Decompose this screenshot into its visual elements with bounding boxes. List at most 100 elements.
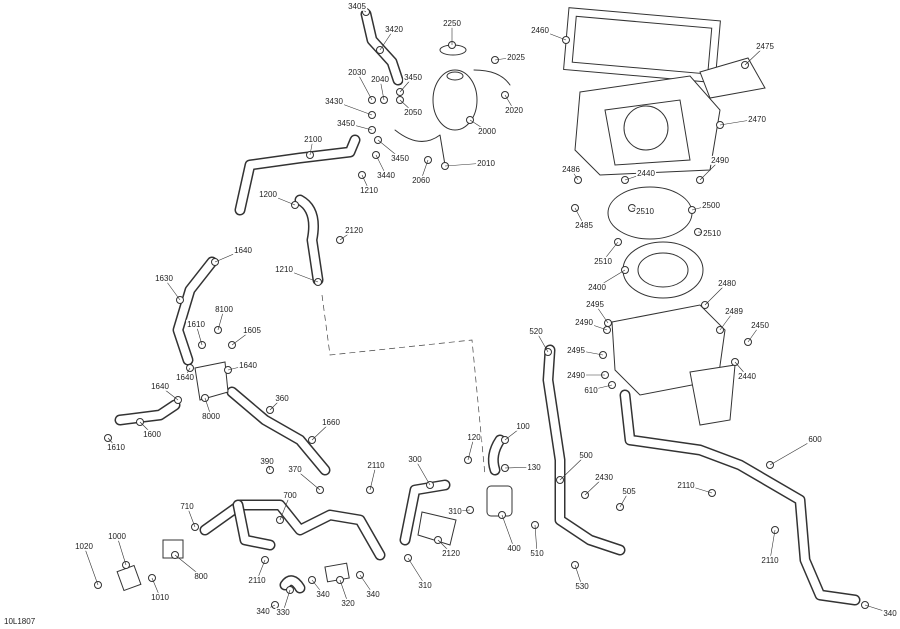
part-label[interactable]: 2495	[566, 345, 586, 355]
part-label[interactable]: 610	[583, 385, 599, 395]
part-label[interactable]: 1210	[274, 264, 294, 274]
part-label[interactable]: 320	[340, 598, 356, 608]
part-label[interactable]: 2489	[724, 306, 744, 316]
part-label[interactable]: 340	[882, 608, 898, 618]
part-label[interactable]: 2485	[574, 220, 594, 230]
part-label[interactable]: 300	[407, 454, 423, 464]
part-label[interactable]: 1610	[186, 319, 206, 329]
part-label[interactable]: 2120	[441, 548, 461, 558]
part-label[interactable]: 130	[526, 462, 542, 472]
part-label[interactable]: 330	[275, 607, 291, 617]
leader-line	[534, 524, 538, 554]
part-label[interactable]: 3440	[376, 170, 396, 180]
part-label[interactable]: 2100	[303, 134, 323, 144]
fan-housing	[574, 75, 721, 176]
part-label[interactable]: 1640	[233, 245, 253, 255]
diagram-code: 10L1807	[4, 617, 36, 626]
part-label[interactable]: 500	[578, 450, 594, 460]
part-label[interactable]: 505	[621, 486, 637, 496]
part-label[interactable]: 1640	[150, 381, 170, 391]
part-label[interactable]: 2030	[347, 67, 367, 77]
part-label[interactable]: 700	[282, 490, 298, 500]
part-label[interactable]: 2250	[442, 18, 462, 28]
part-label[interactable]: 2510	[593, 256, 613, 266]
part-label[interactable]: 3450	[390, 153, 410, 163]
part-label[interactable]: 2480	[717, 278, 737, 288]
part-label[interactable]: 2110	[366, 460, 386, 470]
part-label[interactable]: 2000	[477, 126, 497, 136]
part-label[interactable]: 120	[466, 432, 482, 442]
hose	[234, 501, 274, 549]
part-label[interactable]: 2110	[247, 575, 267, 585]
part-label[interactable]: 360	[274, 393, 290, 403]
part-label[interactable]: 2450	[750, 320, 770, 330]
part-label[interactable]: 2495	[585, 299, 605, 309]
part-label[interactable]: 2110	[676, 480, 696, 490]
part-label[interactable]: 340	[255, 606, 271, 616]
part-label[interactable]: 1010	[150, 592, 170, 602]
part-label[interactable]: 310	[447, 506, 463, 516]
part-label[interactable]: 8000	[201, 411, 221, 421]
part-label[interactable]: 1210	[359, 185, 379, 195]
part-label[interactable]: 8100	[214, 304, 234, 314]
part-label[interactable]: 3450	[336, 118, 356, 128]
part-label[interactable]: 2010	[476, 158, 496, 168]
part-label[interactable]: 2490	[566, 370, 586, 380]
part-label[interactable]: 370	[287, 464, 303, 474]
part-label[interactable]: 520	[528, 326, 544, 336]
hose	[281, 576, 304, 592]
part-label[interactable]: 340	[315, 589, 331, 599]
part-label[interactable]: 2490	[710, 155, 730, 165]
routing-line	[321, 294, 486, 476]
part-label[interactable]: 1630	[154, 273, 174, 283]
part-label[interactable]: 310	[417, 580, 433, 590]
part-label[interactable]: 2120	[344, 225, 364, 235]
part-label[interactable]: 390	[259, 456, 275, 466]
part-label[interactable]: 1640	[238, 360, 258, 370]
part-label[interactable]: 2440	[737, 371, 757, 381]
part-label[interactable]: 2475	[755, 41, 775, 51]
part-label[interactable]: 2110	[760, 555, 780, 565]
part-label[interactable]: 800	[193, 571, 209, 581]
part-label[interactable]: 1000	[107, 531, 127, 541]
part-label[interactable]: 2510	[635, 206, 655, 216]
hose	[489, 436, 504, 474]
part-label[interactable]: 2050	[403, 107, 423, 117]
part-label[interactable]: 2040	[370, 74, 390, 84]
part-label[interactable]: 2440	[636, 168, 656, 178]
radiator	[563, 7, 721, 84]
part-label[interactable]: 710	[179, 501, 195, 511]
part-label[interactable]: 2025	[506, 52, 526, 62]
part-label[interactable]: 3430	[324, 96, 344, 106]
part-label[interactable]: 530	[574, 581, 590, 591]
part-label[interactable]: 2510	[702, 228, 722, 238]
hose	[619, 389, 861, 606]
part-label[interactable]: 1200	[258, 189, 278, 199]
part-label[interactable]: 100	[515, 421, 531, 431]
part-label[interactable]: 2430	[594, 472, 614, 482]
part-label[interactable]: 2060	[411, 175, 431, 185]
part-label[interactable]: 600	[807, 434, 823, 444]
part-label[interactable]: 3450	[403, 72, 423, 82]
part-label[interactable]: 1610	[106, 442, 126, 452]
part-label[interactable]: 1605	[242, 325, 262, 335]
part-label[interactable]: 400	[506, 543, 522, 553]
part-label[interactable]: 1600	[142, 429, 162, 439]
part-label[interactable]: 2490	[574, 317, 594, 327]
part-label[interactable]: 3420	[384, 24, 404, 34]
part-label[interactable]: 2460	[530, 25, 550, 35]
valve-8000	[194, 361, 229, 401]
part-label[interactable]: 2470	[747, 114, 767, 124]
part-label[interactable]: 2486	[561, 164, 581, 174]
part-label[interactable]: 1660	[321, 417, 341, 427]
part-label[interactable]: 340	[365, 589, 381, 599]
part-label[interactable]: 2500	[701, 200, 721, 210]
part-label[interactable]: 2400	[587, 282, 607, 292]
part-label[interactable]: 1640	[175, 372, 195, 382]
adapter-1000	[116, 564, 142, 592]
part-label[interactable]: 2020	[504, 105, 524, 115]
part-label[interactable]: 510	[529, 548, 545, 558]
part-label[interactable]: 3405	[347, 1, 367, 11]
part-label[interactable]: 1020	[74, 541, 94, 551]
